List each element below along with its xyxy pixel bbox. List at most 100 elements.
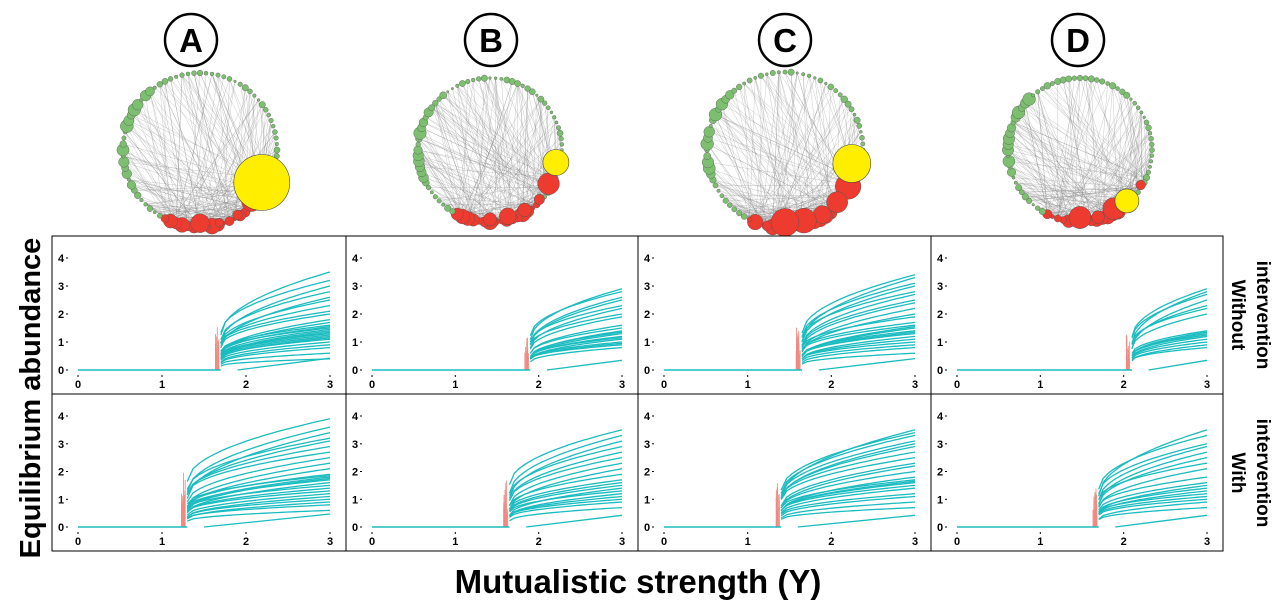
x-tick-label: 2 bbox=[1121, 379, 1127, 391]
abundance-line bbox=[780, 481, 916, 511]
network-node-green bbox=[746, 77, 753, 84]
network-node-green bbox=[1135, 105, 1141, 110]
row-label-without-line2: intervention bbox=[1252, 261, 1273, 370]
network-edge bbox=[484, 78, 528, 212]
y-tick-label: 1 bbox=[937, 494, 943, 506]
abundance-line-low bbox=[797, 514, 916, 528]
x-tick-label: 2 bbox=[243, 379, 249, 391]
network-node-green bbox=[156, 212, 163, 219]
network-edge bbox=[1009, 166, 1064, 221]
network-edge bbox=[170, 99, 259, 222]
network-edge bbox=[1096, 107, 1139, 221]
abundance-line bbox=[1098, 487, 1208, 513]
network-edge bbox=[467, 98, 542, 219]
collapse-lines bbox=[1092, 488, 1098, 527]
y-tick-label: 0 bbox=[937, 522, 943, 534]
x-tick-label: 3 bbox=[327, 536, 333, 548]
abundance-line bbox=[186, 490, 331, 513]
abundance-line-low bbox=[818, 357, 916, 371]
network-node-green bbox=[139, 197, 144, 202]
network-node-green bbox=[273, 135, 279, 141]
network-edge bbox=[797, 72, 836, 210]
abundance-line bbox=[508, 445, 623, 496]
network-edge bbox=[1091, 78, 1097, 221]
network-edge bbox=[760, 72, 780, 225]
network-edge bbox=[790, 72, 798, 228]
abundance-line bbox=[529, 316, 623, 350]
y-tick-label: 2 bbox=[937, 309, 943, 321]
network-node-red bbox=[160, 214, 170, 223]
network-node-green bbox=[455, 83, 460, 88]
network-node-red bbox=[761, 220, 772, 231]
network-edge bbox=[137, 104, 195, 227]
abundance-line bbox=[780, 484, 916, 512]
network-node-green bbox=[731, 87, 738, 94]
network-node-green bbox=[753, 76, 758, 80]
network-edge bbox=[1091, 78, 1135, 197]
network-edge bbox=[707, 143, 767, 226]
network-node-green bbox=[742, 81, 747, 86]
panel-letter-d: D bbox=[1050, 12, 1106, 68]
x-tick-label: 3 bbox=[327, 379, 333, 391]
abundance-line bbox=[780, 434, 916, 494]
abundance-line bbox=[508, 451, 623, 501]
abundance-line bbox=[1098, 501, 1208, 520]
network-node-green bbox=[859, 135, 865, 141]
network-edge bbox=[473, 79, 557, 178]
network-node-green bbox=[558, 136, 564, 142]
panel-frame bbox=[930, 393, 1224, 552]
network-node-green bbox=[736, 83, 743, 91]
abundance-line bbox=[220, 328, 331, 356]
network-edge bbox=[435, 103, 496, 222]
abundance-line bbox=[1098, 456, 1208, 505]
network-node-green bbox=[203, 70, 209, 76]
network-edge bbox=[1013, 122, 1139, 193]
network-node-green bbox=[266, 112, 271, 118]
panel-letter-text: D bbox=[1066, 22, 1090, 59]
network-edge bbox=[467, 81, 555, 183]
row-label-with-line2: intervention bbox=[1252, 419, 1273, 528]
network-node-green bbox=[1043, 82, 1051, 90]
x-tick-label: 2 bbox=[828, 379, 834, 391]
network-edge bbox=[739, 86, 798, 228]
network-edge bbox=[164, 81, 241, 216]
network-edge bbox=[766, 74, 810, 225]
network-edge bbox=[159, 84, 189, 227]
network-edge bbox=[176, 73, 213, 224]
network-edge bbox=[418, 138, 491, 223]
network-edge bbox=[435, 196, 537, 205]
network-node-green bbox=[221, 74, 227, 80]
abundance-line bbox=[220, 313, 331, 347]
network-edge bbox=[1009, 133, 1058, 219]
abundance-line bbox=[1098, 445, 1208, 501]
x-tick-label: 0 bbox=[954, 379, 960, 391]
network-node-green bbox=[1038, 207, 1046, 215]
network-node-green bbox=[179, 72, 185, 78]
network-edge bbox=[709, 168, 750, 220]
network-node-green bbox=[263, 107, 269, 113]
panel-letter-circle bbox=[757, 12, 813, 68]
network-edge bbox=[457, 85, 474, 221]
network-edge bbox=[749, 109, 852, 220]
network-node-green bbox=[719, 193, 725, 199]
abundance-line bbox=[1098, 468, 1208, 508]
network-edge bbox=[1013, 122, 1127, 205]
network-edge bbox=[715, 114, 841, 206]
network-edge bbox=[766, 74, 841, 206]
abundance-line bbox=[801, 293, 916, 346]
network-edge bbox=[131, 114, 251, 209]
abundance-line bbox=[220, 341, 331, 361]
network-edge bbox=[126, 126, 236, 219]
network-edge bbox=[1047, 85, 1127, 205]
network-node-green bbox=[257, 98, 261, 102]
y-tick-label: 0 bbox=[58, 365, 64, 377]
abundance-line bbox=[801, 324, 916, 352]
network-edge bbox=[517, 122, 557, 217]
network-node-green bbox=[444, 204, 452, 212]
network-node-green bbox=[439, 91, 448, 100]
network-node-green bbox=[801, 72, 806, 77]
x-tick-label: 0 bbox=[75, 536, 81, 548]
network-node-green bbox=[559, 142, 564, 147]
abundance-line bbox=[186, 484, 331, 510]
